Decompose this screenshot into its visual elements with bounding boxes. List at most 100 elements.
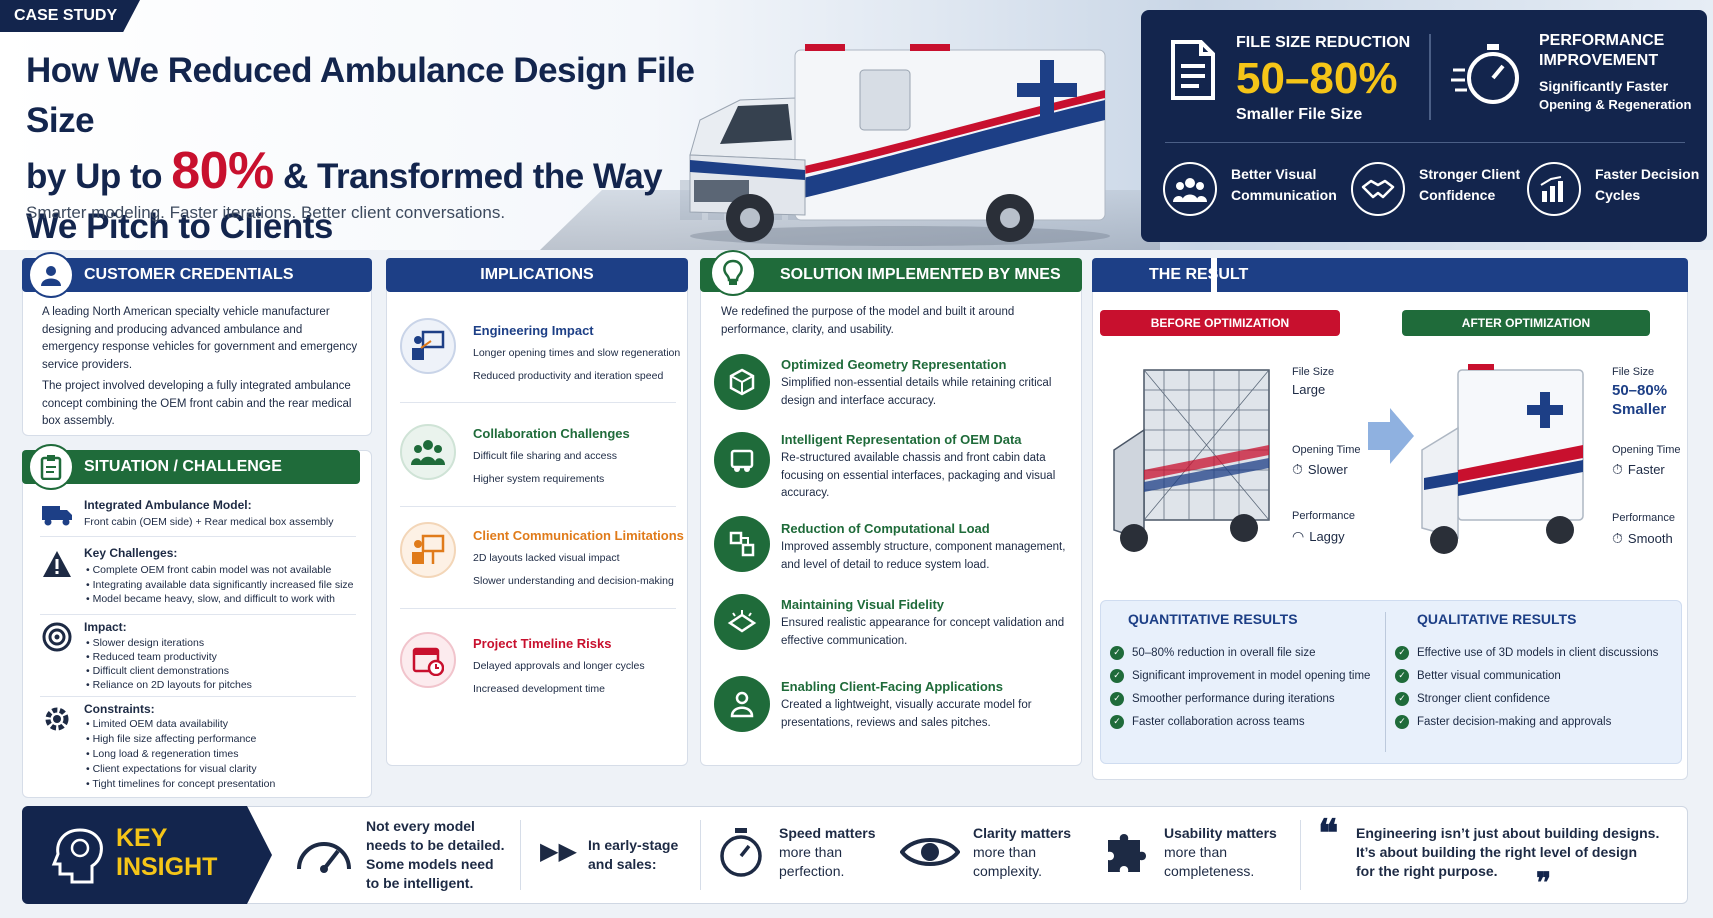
check-icon: ✓	[1395, 714, 1409, 729]
implication-3-line-2: Slower understanding and decision-making	[473, 575, 674, 587]
page-subtitle: Smarter modeling. Faster iterations. Bet…	[26, 203, 506, 222]
people-icon	[1163, 162, 1217, 216]
benefit-2-line-2: Confidence	[1419, 187, 1496, 203]
solution-2-description: Re-structured available chassis and fron…	[781, 452, 1056, 499]
user-id-icon	[28, 252, 74, 298]
list-item: ✓Faster collaboration across teams	[1110, 710, 1380, 733]
challenges-title: Key Challenges:	[84, 546, 178, 560]
list-item: Reduced team productivity	[86, 650, 370, 664]
after-opening-time-label: Opening Time	[1612, 444, 1681, 456]
key-stats-panel: FILE SIZE REDUCTION 50–80% Smaller File …	[1141, 10, 1707, 242]
chassis-icon	[714, 432, 770, 488]
implication-4-line-1: Delayed approvals and longer cycles	[473, 660, 645, 672]
before-performance-label: Performance	[1292, 510, 1355, 522]
list-item: Model became heavy, slow, and difficult …	[86, 592, 370, 607]
implication-2-title: Collaboration Challenges	[473, 426, 630, 441]
title-highlight: 80%	[171, 142, 274, 200]
insight-quote: Engineering isn’t just about building de…	[1356, 825, 1660, 879]
after-opening-time: ⏱Faster	[1612, 461, 1665, 477]
implication-2-line-2: Higher system requirements	[473, 473, 605, 485]
growth-chart-icon	[1527, 162, 1581, 216]
after-file-size-value-2: Smaller	[1612, 401, 1667, 418]
clipboard-icon	[28, 444, 74, 490]
solution-1-description: Simplified non-essential details while r…	[781, 377, 1052, 407]
lightbulb-icon	[710, 250, 756, 296]
before-performance: ◠Laggy	[1292, 528, 1345, 544]
list-item: ✓Stronger client confidence	[1395, 687, 1680, 710]
key-insight-label-panel	[22, 806, 272, 904]
stopwatch-icon	[720, 828, 762, 877]
file-size-label: Smaller File Size	[1236, 106, 1363, 123]
credentials-paragraph-1: A leading North American specialty vehic…	[42, 306, 358, 371]
situation-heading: SITUATION / CHALLENGE	[22, 450, 360, 484]
after-optimization-label: AFTER OPTIMIZATION	[1402, 310, 1650, 336]
implication-3-title: Client Communication Limitations	[473, 528, 684, 543]
arrow-right-icon	[1368, 408, 1414, 464]
implication-4-line-2: Increased development time	[473, 683, 605, 695]
list-item: Tight timelines for concept presentation	[86, 777, 370, 792]
results-panel	[1100, 600, 1682, 764]
puzzle-icon	[1108, 834, 1146, 872]
key-insight-title: KEY INSIGHT	[116, 824, 218, 881]
list-item: Limited OEM data availability	[86, 717, 370, 732]
file-size-value: 50–80%	[1236, 54, 1398, 103]
implication-3-line-1: 2D layouts lacked visual impact	[473, 552, 620, 564]
list-item: Reliance on 2D layouts for pitches	[86, 678, 370, 692]
client-user-icon	[714, 676, 770, 732]
before-file-size-value: Large	[1292, 382, 1326, 397]
wireframe-ambulance-image	[1113, 369, 1270, 552]
quantitative-results-heading: QUANTITATIVE RESULTS	[1128, 611, 1298, 627]
solution-5-description: Created a lightweight, visually accurate…	[781, 699, 1032, 729]
model-description: Front cabin (OEM side) + Rear medical bo…	[84, 516, 334, 528]
check-icon: ✓	[1110, 668, 1124, 683]
solution-intro: We redefined the purpose of the model an…	[721, 306, 1015, 336]
before-optimization-label: BEFORE OPTIMIZATION	[1100, 310, 1340, 336]
eye-icon	[900, 838, 960, 866]
gauge-icon: ◠	[1292, 528, 1305, 544]
model-title: Integrated Ambulance Model:	[84, 498, 252, 512]
performance-title-1: PERFORMANCE	[1539, 32, 1665, 49]
list-item: Slower design iterations	[86, 636, 370, 650]
constraints-list: Limited OEM data availability High file …	[86, 717, 370, 792]
truck-icon	[42, 506, 72, 526]
solution-1-title: Optimized Geometry Representation	[781, 357, 1007, 372]
qualitative-results-list: ✓Effective use of 3D models in client di…	[1395, 641, 1680, 733]
list-item: Complete OEM front cabin model was not a…	[86, 563, 370, 578]
stopwatch-icon	[1451, 44, 1519, 104]
presentation-icon	[400, 318, 456, 374]
challenges-list: Complete OEM front cabin model was not a…	[86, 563, 370, 607]
stats-divider	[1429, 34, 1431, 120]
check-icon: ✓	[1395, 645, 1409, 660]
title-line-3: We Pitch to Clients	[26, 207, 333, 246]
after-file-size-label: File Size	[1612, 366, 1655, 378]
before-opening-time-label: Opening Time	[1292, 444, 1361, 456]
implication-1-title: Engineering Impact	[473, 323, 594, 338]
implication-1-line-1: Longer opening times and slow regenerati…	[473, 347, 681, 359]
speedometer-icon	[297, 842, 351, 873]
case-study-tag: CASE STUDY	[0, 0, 140, 32]
solution-2-title: Intelligent Representation of OEM Data	[781, 432, 1022, 447]
fast-forward-icon: ▶▶	[540, 838, 577, 865]
list-item: ✓Smoother performance during iterations	[1110, 687, 1380, 710]
result-heading: THE RESULT	[1092, 258, 1688, 292]
ambulance-image	[689, 44, 1110, 246]
speedometer-icon: ⏱	[1612, 530, 1623, 546]
impact-title: Impact:	[84, 620, 127, 634]
implication-4-title: Project Timeline Risks	[473, 636, 612, 651]
solution-4-title: Maintaining Visual Fidelity	[781, 597, 945, 612]
benefit-1-line-1: Better Visual	[1231, 166, 1317, 182]
geometry-icon	[714, 354, 770, 410]
quote-open-icon: ❝	[1318, 810, 1339, 855]
after-file-size-value-1: 50–80%	[1612, 382, 1668, 399]
impact-list: Slower design iterations Reduced team pr…	[86, 636, 370, 692]
stopwatch-icon: ⏱	[1292, 461, 1303, 477]
list-item: ✓Significant improvement in model openin…	[1110, 664, 1380, 687]
list-item: Client expectations for visual clarity	[86, 762, 370, 777]
list-item: Integrating available data significantly…	[86, 578, 370, 593]
document-icon	[1171, 40, 1215, 100]
solution-heading: SOLUTION IMPLEMENTED BY MNES	[700, 258, 1082, 292]
client-presentation-icon	[400, 522, 456, 578]
performance-sub-1: Significantly Faster	[1539, 78, 1669, 94]
brain-head-icon	[51, 828, 103, 884]
insight-point-2: In early-stage and sales:	[588, 837, 679, 872]
